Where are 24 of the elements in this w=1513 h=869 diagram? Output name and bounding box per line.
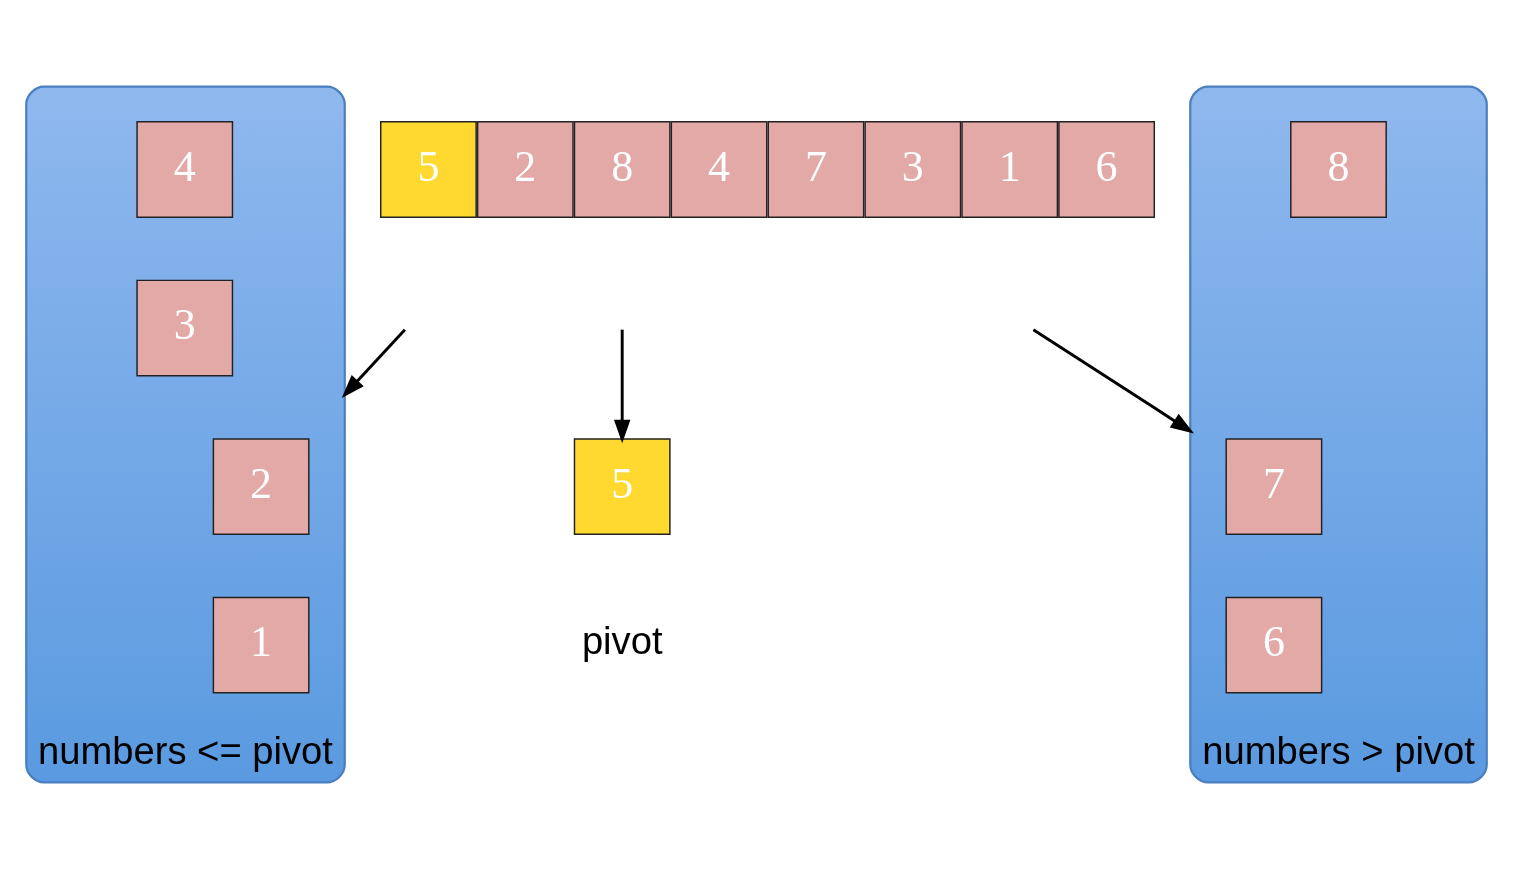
- node-box: 8: [1290, 121, 1387, 218]
- node-box: 1: [961, 121, 1059, 218]
- node-box: 4: [670, 121, 768, 218]
- node-box: 5: [573, 438, 671, 536]
- node-box: 5: [380, 121, 477, 218]
- arrow: [341, 328, 406, 398]
- node-box: 3: [864, 121, 962, 218]
- node-box: 1: [212, 596, 310, 694]
- cluster: [25, 85, 346, 784]
- node-label: numbers > pivot: [1202, 729, 1475, 773]
- node-box: 2: [476, 121, 574, 218]
- arrow: [1032, 328, 1194, 434]
- arrow: [613, 329, 631, 444]
- node-label: numbers <= pivot: [38, 729, 333, 773]
- node-box: 7: [767, 121, 865, 218]
- node-box: 3: [136, 279, 234, 377]
- node-box: 4: [136, 121, 234, 218]
- node-box: 6: [1058, 121, 1156, 218]
- cluster: [1189, 85, 1488, 784]
- node-box: 6: [1225, 596, 1323, 694]
- node-box: 8: [573, 121, 671, 218]
- node-box: 7: [1225, 438, 1323, 536]
- node-box: 2: [212, 438, 310, 536]
- node-label: pivot: [581, 619, 663, 663]
